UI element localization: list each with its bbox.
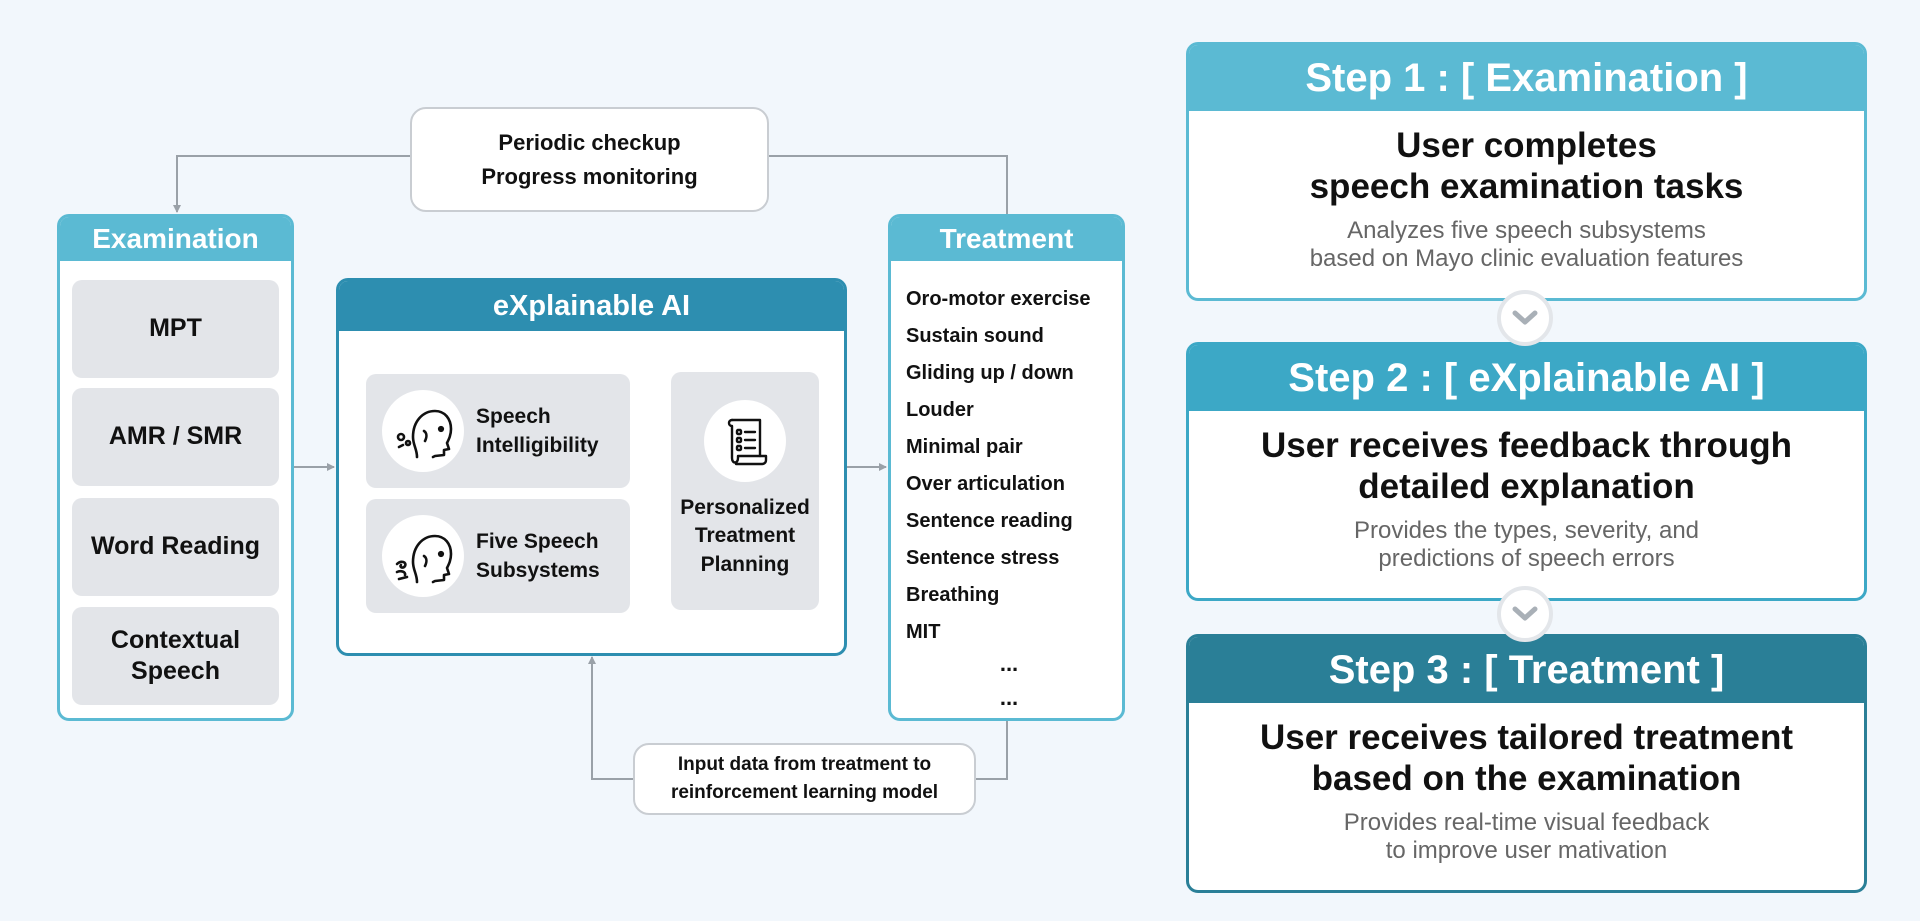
- step-1-title: Step 1 : [ Examination ]: [1189, 45, 1864, 111]
- step-3-card: Step 3 : [ Treatment ] User receives tai…: [1186, 634, 1867, 893]
- step-2-main-line2: detailed explanation: [1358, 467, 1695, 506]
- treatment-item: Sentence reading: [906, 510, 1073, 532]
- connector-checkup-to-examination: [173, 155, 410, 213]
- treatment-item: Louder: [906, 399, 974, 421]
- checkup-note-line2: Progress monitoring: [481, 163, 698, 189]
- xai-title: eXplainable AI: [339, 281, 844, 331]
- exam-item-label: Word Reading: [91, 532, 260, 561]
- treatment-more-ellipsis: ...: [999, 651, 1019, 676]
- input-note-line2: reinforcement learning model: [670, 782, 939, 803]
- exam-item-label: AMR / SMR: [108, 422, 243, 451]
- chevron-down-icon: [1497, 290, 1553, 346]
- exam-item-amr-smr: AMR / SMR: [72, 388, 279, 486]
- step-1-sub-line1: Analyzes five speech subsystems: [1347, 217, 1706, 244]
- examination-title: Examination: [60, 217, 291, 261]
- card-subsystems-line1: Five Speech: [476, 529, 599, 553]
- step-3-main-line1: User receives tailored treatment: [1259, 718, 1794, 757]
- exam-item-mpt: MPT: [72, 280, 279, 378]
- exam-item-label: Contextual: [110, 625, 241, 654]
- card-speech-line2: Intelligibility: [476, 434, 599, 457]
- speaking-head-icon: [382, 390, 464, 472]
- step-1-sub-line2: based on Mayo clinic evaluation features: [1309, 245, 1744, 272]
- card-five-speech-subsystems: Five Speech Subsystems: [366, 499, 630, 613]
- plan-line3: Planning: [700, 552, 790, 576]
- step-1-main-line2: speech examination tasks: [1309, 167, 1744, 206]
- input-note-line1: Input data from treatment to: [677, 754, 932, 775]
- checklist-scroll-icon: [704, 400, 786, 482]
- exam-item-label: Speech: [131, 657, 220, 685]
- step-1-card: Step 1 : [ Examination ] User completes …: [1186, 42, 1867, 301]
- step-2-sub-line1: Provides the types, severity, and: [1353, 517, 1700, 544]
- plan-line1: Personalized: [680, 496, 810, 519]
- step-2-card: Step 2 : [ eXplainable AI ] User receive…: [1186, 342, 1867, 601]
- card-speech-intelligibility: Speech Intelligibility: [366, 374, 630, 488]
- xai-panel: eXplainable AI Speech Intelligibility: [336, 278, 847, 656]
- connector-treatment-to-checkup: [769, 155, 1008, 214]
- exam-item-contextual-speech: Contextual Speech: [72, 607, 279, 705]
- connector-input-to-xai: [588, 656, 633, 780]
- step-2-sub-line2: predictions of speech errors: [1378, 545, 1675, 572]
- treatment-item: Minimal pair: [906, 436, 1023, 458]
- treatment-panel: Treatment Oro-motor exercise Sustain sou…: [888, 214, 1125, 721]
- treatment-item: Gliding up / down: [906, 362, 1074, 384]
- treatment-item: Breathing: [906, 584, 1000, 606]
- treatment-item: Sentence stress: [906, 547, 1060, 569]
- step-3-sub-line1: Provides real-time visual feedback: [1343, 809, 1710, 836]
- checkup-note: Periodic checkup Progress monitoring: [410, 107, 769, 212]
- step-1-main-line1: User completes: [1396, 126, 1657, 165]
- breathing-head-icon: [382, 515, 464, 597]
- treatment-title: Treatment: [891, 217, 1122, 261]
- step-3-sub-line2: to improve user mativation: [1385, 837, 1668, 864]
- treatment-item: MIT: [906, 621, 941, 643]
- card-personalized-treatment: Personalized Treatment Planning: [671, 372, 819, 610]
- plan-line2: Treatment: [694, 524, 796, 548]
- checkup-note-line1: Periodic checkup: [498, 129, 681, 155]
- treatment-item: Oro-motor exercise: [906, 288, 1091, 310]
- connector-treatment-to-input: [976, 720, 1008, 780]
- treatment-item: Over articulation: [906, 473, 1065, 495]
- treatment-more-ellipsis: ...: [999, 685, 1019, 710]
- exam-item-label: MPT: [149, 314, 202, 343]
- card-speech-line1: Speech: [476, 404, 551, 428]
- step-2-main-line1: User receives feedback through: [1260, 426, 1793, 465]
- input-data-note: Input data from treatment to reinforceme…: [633, 743, 976, 815]
- step-3-title: Step 3 : [ Treatment ]: [1189, 637, 1864, 703]
- examination-panel: Examination MPT AMR / SMR Word Reading C…: [57, 214, 294, 721]
- treatment-list: Oro-motor exercise Sustain sound Gliding…: [891, 261, 1122, 718]
- exam-item-word-reading: Word Reading: [72, 498, 279, 596]
- step-2-title: Step 2 : [ eXplainable AI ]: [1189, 345, 1864, 411]
- step-3-main-line2: based on the examination: [1311, 759, 1742, 798]
- card-subsystems-line2: Subsystems: [476, 559, 600, 582]
- chevron-down-icon: [1497, 586, 1553, 642]
- treatment-item: Sustain sound: [906, 325, 1044, 347]
